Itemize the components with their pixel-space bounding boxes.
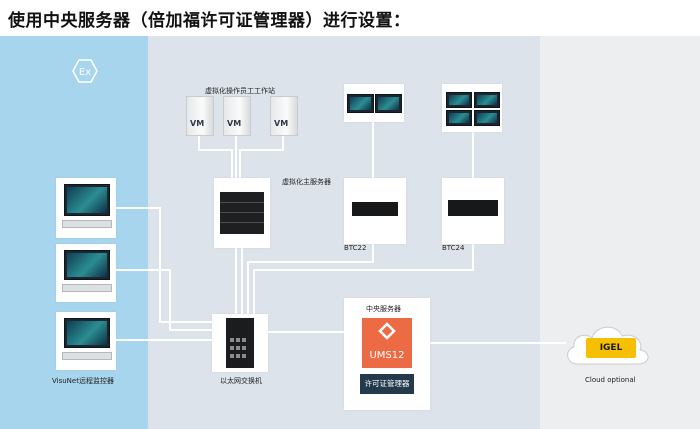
central-server-card: 中央服务器 UMS12 许可证管理器	[344, 298, 430, 410]
vm-3: VM	[270, 96, 298, 136]
svg-text:Ex: Ex	[79, 67, 91, 78]
visunet-card-1	[56, 178, 116, 238]
keyboard-icon	[62, 284, 112, 292]
vm-card-2: VM	[219, 96, 257, 136]
switch-label: 以太网交换机	[220, 377, 262, 385]
btc22-card	[344, 178, 406, 244]
btc24-label: BTC24	[442, 244, 465, 252]
monitor-icon	[375, 94, 402, 113]
vm-3-label: VM	[274, 119, 289, 128]
vm-1: VM	[186, 96, 214, 136]
panel-monitor-icon	[64, 250, 110, 280]
btc22-label: BTC22	[344, 244, 367, 252]
ex-hazard-icon: Ex	[72, 59, 98, 83]
vm-2-label: VM	[227, 119, 242, 128]
btc24-card	[442, 178, 504, 244]
keyboard-icon	[62, 220, 112, 228]
panel-monitor-icon	[64, 318, 110, 348]
license-manager-badge: 许可证管理器	[360, 374, 414, 394]
vm-card-1: VM	[180, 96, 218, 136]
visunet-card-2	[56, 244, 116, 302]
rack-server-icon	[220, 192, 264, 234]
btc24-monitors-card	[442, 84, 502, 132]
keyboard-icon	[62, 352, 112, 360]
thin-client-icon	[352, 202, 398, 216]
workstation-label: 虚拟化操作员工工作站	[205, 87, 275, 95]
central-server-label: 中央服务器	[366, 305, 401, 313]
monitor-icon	[474, 92, 500, 108]
ethernet-switch-icon	[226, 318, 254, 368]
monitor-icon	[347, 94, 374, 113]
host-server-label: 虚拟化主服务器	[282, 178, 331, 186]
monitor-icon	[446, 92, 472, 108]
ums-logo: UMS12	[362, 318, 412, 368]
vm-2: VM	[223, 96, 251, 136]
switch-card	[212, 314, 268, 372]
monitor-icon	[474, 110, 500, 126]
cloud-label: Cloud optional	[585, 376, 636, 384]
vm-1-label: VM	[190, 119, 205, 128]
page-title: 使用中央服务器（倍加福许可证管理器）进行设置：	[8, 11, 411, 31]
thin-client-icon	[448, 200, 498, 216]
visunet-card-3	[56, 312, 116, 370]
ums-symbol-icon	[378, 322, 396, 340]
vm-card-3: VM	[262, 96, 304, 136]
btc22-monitors-card	[344, 84, 404, 122]
monitor-icon	[446, 110, 472, 126]
visunet-label: VisuNet远程监控器	[52, 377, 114, 385]
igel-logo: IGEL	[586, 338, 636, 358]
ums-text: UMS12	[369, 350, 405, 361]
panel-monitor-icon	[64, 184, 110, 216]
host-server-card	[214, 178, 270, 248]
